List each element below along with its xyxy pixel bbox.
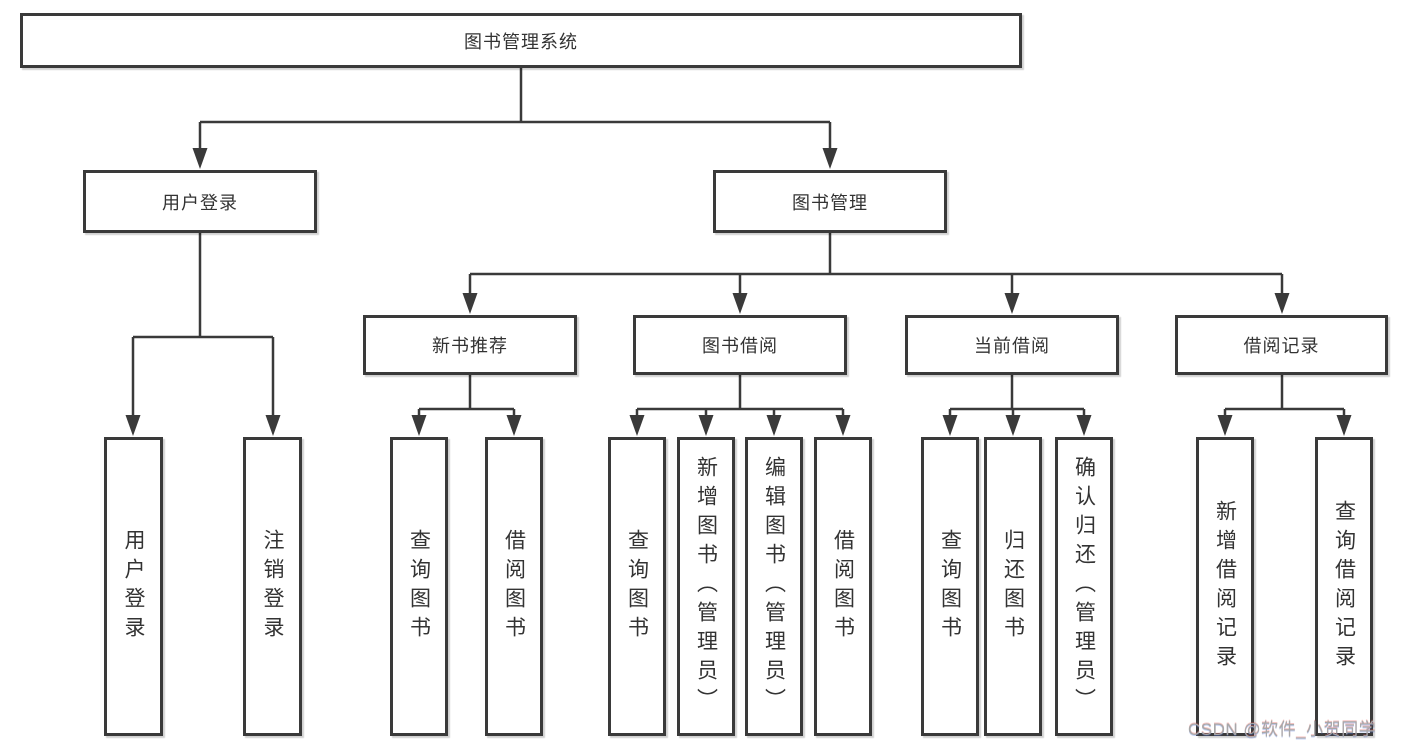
watermark: CSDN @软件_小贺同学 — [1188, 720, 1377, 739]
leaf-logout: 注销登录 — [243, 437, 302, 736]
arrowhead-icon — [732, 293, 748, 314]
leaf-label: 借阅图书 — [831, 528, 855, 645]
arrowhead-icon — [1274, 293, 1290, 314]
leaf-label: 编辑图书（管理员） — [762, 456, 786, 717]
node-book-borrowing: 图书借阅 — [633, 315, 847, 375]
leaf-label: 查询图书 — [407, 528, 431, 645]
leaf-label: 归还图书 — [1001, 528, 1025, 645]
leaf-bb-query-books: 查询图书 — [608, 437, 666, 736]
arrowhead-icon — [1005, 415, 1021, 436]
arrowhead-icon — [1217, 415, 1233, 436]
leaf-nb-borrow-books: 借阅图书 — [485, 437, 543, 736]
arrowhead-icon — [192, 148, 208, 169]
leaf-label: 查询图书 — [625, 528, 649, 645]
arrowhead-icon — [629, 415, 645, 436]
arrowheads — [125, 148, 1352, 436]
arrowhead-icon — [462, 293, 478, 314]
leaf-bb-edit-books-admin: 编辑图书（管理员） — [745, 437, 803, 736]
node-new-book-recommendation: 新书推荐 — [363, 315, 577, 375]
arrowhead-icon — [265, 415, 281, 436]
leaf-bb-borrow-books: 借阅图书 — [814, 437, 872, 736]
node-user-login: 用户登录 — [83, 170, 317, 233]
leaf-label: 确认归还（管理员） — [1072, 456, 1096, 717]
arrowhead-icon — [1004, 293, 1020, 314]
arrowhead-icon — [942, 415, 958, 436]
leaf-label: 新增借阅记录 — [1213, 499, 1237, 674]
leaf-label: 查询借阅记录 — [1332, 499, 1356, 674]
leaf-cb-return-books: 归还图书 — [984, 437, 1042, 736]
arrowhead-icon — [822, 148, 838, 169]
node-current-borrowing: 当前借阅 — [905, 315, 1119, 375]
leaf-cb-query-books: 查询图书 — [921, 437, 979, 736]
leaf-label: 注销登录 — [261, 528, 284, 645]
leaf-label: 用户登录 — [122, 528, 145, 645]
arrowhead-icon — [125, 415, 141, 436]
leaf-cb-confirm-return-admin: 确认归还（管理员） — [1055, 437, 1113, 736]
leaf-label: 新增图书（管理员） — [694, 456, 718, 717]
leaf-bb-add-books-admin: 新增图书（管理员） — [677, 437, 735, 736]
leaf-nb-query-books: 查询图书 — [390, 437, 448, 736]
arrowhead-icon — [411, 415, 427, 436]
node-borrowing-records: 借阅记录 — [1175, 315, 1388, 375]
arrowhead-icon — [506, 415, 522, 436]
leaf-br-add-record: 新增借阅记录 — [1196, 437, 1254, 736]
node-book-management: 图书管理 — [713, 170, 947, 233]
leaf-user-login: 用户登录 — [104, 437, 163, 736]
arrowhead-icon — [1336, 415, 1352, 436]
arrowhead-icon — [766, 415, 782, 436]
leaf-label: 借阅图书 — [502, 528, 526, 645]
arrowhead-icon — [835, 415, 851, 436]
tree-edges — [131, 68, 1346, 418]
leaf-label: 查询图书 — [938, 528, 962, 645]
leaf-br-query-record: 查询借阅记录 — [1315, 437, 1373, 736]
arrowhead-icon — [1076, 415, 1092, 436]
node-root: 图书管理系统 — [20, 13, 1022, 68]
arrowhead-icon — [698, 415, 714, 436]
